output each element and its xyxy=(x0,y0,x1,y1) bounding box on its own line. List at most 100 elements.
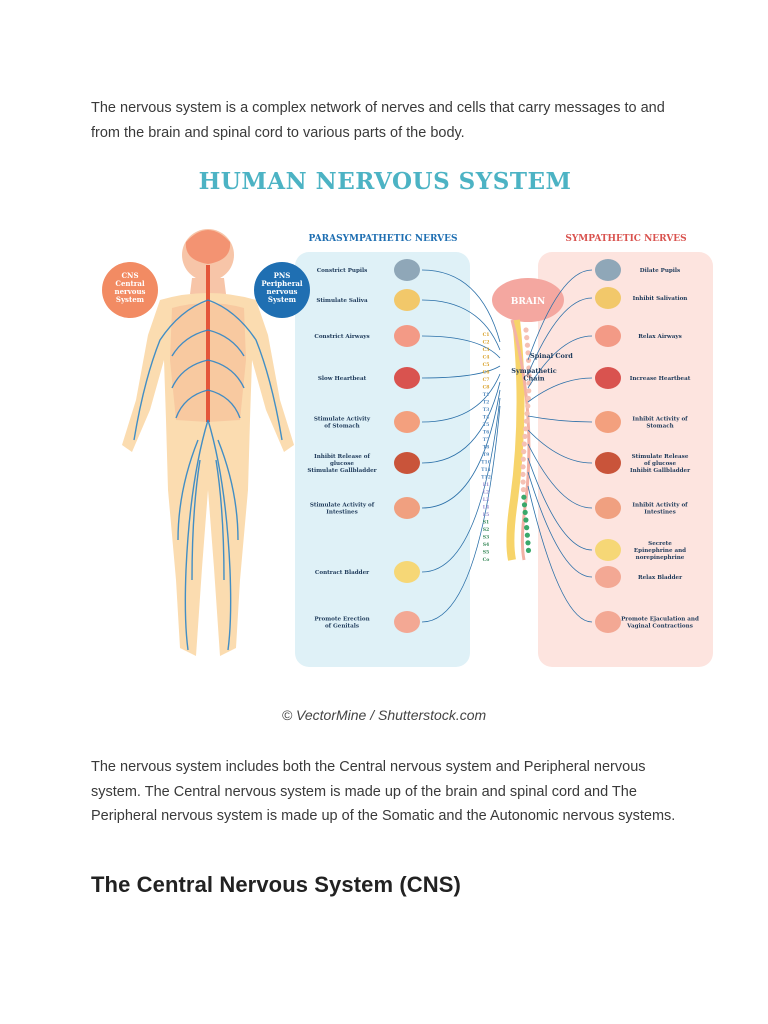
vertebra-label: C2 xyxy=(483,340,490,346)
chain-ganglion xyxy=(520,471,526,477)
chain-ganglion xyxy=(526,373,532,379)
chain-ganglion xyxy=(520,464,526,470)
vertebra-label: T2 xyxy=(483,400,490,406)
chain-ganglion xyxy=(525,540,531,546)
chain-ganglion xyxy=(525,395,531,401)
vertebra-label: C5 xyxy=(483,362,490,368)
vertebra-label: S2 xyxy=(483,527,490,533)
chain-ganglion xyxy=(523,517,529,523)
parasympathetic-item-label: Stimulate Saliva xyxy=(316,298,368,304)
parasympathetic-organ-icon xyxy=(394,497,420,519)
vertebra-label: C4 xyxy=(483,355,491,361)
vertebra-label: Co xyxy=(483,557,490,563)
sympathetic-chain xyxy=(520,327,532,553)
parasympathetic-item-label: Contract Bladder xyxy=(315,570,369,576)
sympathetic-item-label: Relax Bladder xyxy=(638,575,682,581)
chain-ganglion xyxy=(526,388,532,394)
sympathetic-organ-icon xyxy=(595,411,621,433)
chain-ganglion xyxy=(521,449,527,455)
chain-ganglion xyxy=(525,350,531,356)
vertebra-label: S5 xyxy=(483,550,490,556)
spinal-cord xyxy=(506,319,525,561)
parasympathetic-item-label: Constrict Pupils xyxy=(317,268,368,274)
vertebra-label: C8 xyxy=(483,385,490,391)
vertebra-label: T3 xyxy=(483,407,490,413)
section-heading: The Central Nervous System (CNS) xyxy=(91,872,461,897)
vertebra-label: S4 xyxy=(483,542,490,548)
sympathetic-item-label: Relax Airways xyxy=(638,334,682,340)
vertebra-label: T6 xyxy=(483,430,490,436)
vertebra-label: C6 xyxy=(483,370,490,376)
vertebra-label: L1 xyxy=(483,482,489,488)
chain-ganglion xyxy=(525,403,531,409)
chain-ganglion xyxy=(520,456,526,462)
vertebra-label: L5 xyxy=(483,512,489,518)
image-credit: © VectorMine / Shutterstock.com xyxy=(281,707,487,723)
sympathetic-organ-icon xyxy=(595,367,621,389)
sympathetic-item-label: Dilate Pupils xyxy=(640,268,680,274)
parasympathetic-organ-icon xyxy=(394,452,420,474)
vertebra-label: C7 xyxy=(483,377,490,383)
sympathetic-header: SYMPATHETIC NERVES xyxy=(565,234,686,244)
vertebra-label: S3 xyxy=(483,535,490,541)
sympathetic-organ-icon xyxy=(595,287,621,309)
chain-ganglion xyxy=(520,487,527,493)
chain-ganglion xyxy=(524,532,530,538)
figure-title: HUMAN NERVOUS SYSTEM xyxy=(198,168,572,195)
parasympathetic-organ-icon xyxy=(394,289,420,311)
sympathetic-organ-icon xyxy=(595,566,621,588)
chain-ganglion xyxy=(525,357,532,363)
chain-ganglion xyxy=(523,418,530,424)
chain-ganglion xyxy=(522,509,528,515)
parasympathetic-organ-icon xyxy=(394,611,420,633)
parasympathetic-organ-icon xyxy=(394,325,420,347)
chain-ganglion xyxy=(522,433,528,439)
vertebra-label: C1 xyxy=(483,332,490,338)
sympathetic-panel xyxy=(538,252,713,667)
chain-ganglion xyxy=(524,342,531,348)
vertebra-label: T1 xyxy=(483,392,490,398)
chain-ganglion xyxy=(521,494,527,500)
nervous-system-figure: HUMAN NERVOUS SYSTEM xyxy=(80,160,730,680)
vertebra-label: T5 xyxy=(483,422,490,428)
body-paragraph: The nervous system includes both the Cen… xyxy=(91,759,676,824)
pns-badge xyxy=(254,262,310,318)
vertebra-label: T8 xyxy=(483,445,490,451)
sympathetic-organ-icon xyxy=(595,497,621,519)
parasympathetic-item-label: Constrict Airways xyxy=(314,334,369,340)
sympathetic-organ-icon xyxy=(595,259,621,281)
sympathetic-item-label: Inhibit Salivation xyxy=(633,296,688,302)
vertebra-label: L2 xyxy=(483,490,489,496)
chain-ganglion xyxy=(521,441,527,447)
parasympathetic-organ-icon xyxy=(394,259,420,281)
chain-ganglion xyxy=(521,502,528,508)
chain-ganglion xyxy=(525,547,532,553)
parasympathetic-organ-icon xyxy=(394,561,420,583)
sympathetic-organ-icon xyxy=(595,611,621,633)
parasympathetic-header: PARASYMPATHETIC NERVES xyxy=(309,234,458,244)
chain-ganglion xyxy=(520,479,526,485)
vertebra-label: L4 xyxy=(483,505,490,511)
human-body-illustration xyxy=(102,229,310,656)
chain-ganglion xyxy=(523,426,529,432)
cns-badge xyxy=(102,262,158,318)
vertebra-label: T9 xyxy=(483,452,490,458)
parasympathetic-organ-icon xyxy=(394,411,420,433)
chain-ganglion xyxy=(524,525,530,531)
brain-shape xyxy=(492,278,564,322)
sympathetic-organ-icon xyxy=(595,325,621,347)
sympathetic-organ-icon xyxy=(595,539,621,561)
chain-ganglion xyxy=(523,327,529,333)
spinal-cord-label: Spinal Cord xyxy=(530,352,573,360)
vertebra-label: L3 xyxy=(483,497,489,503)
